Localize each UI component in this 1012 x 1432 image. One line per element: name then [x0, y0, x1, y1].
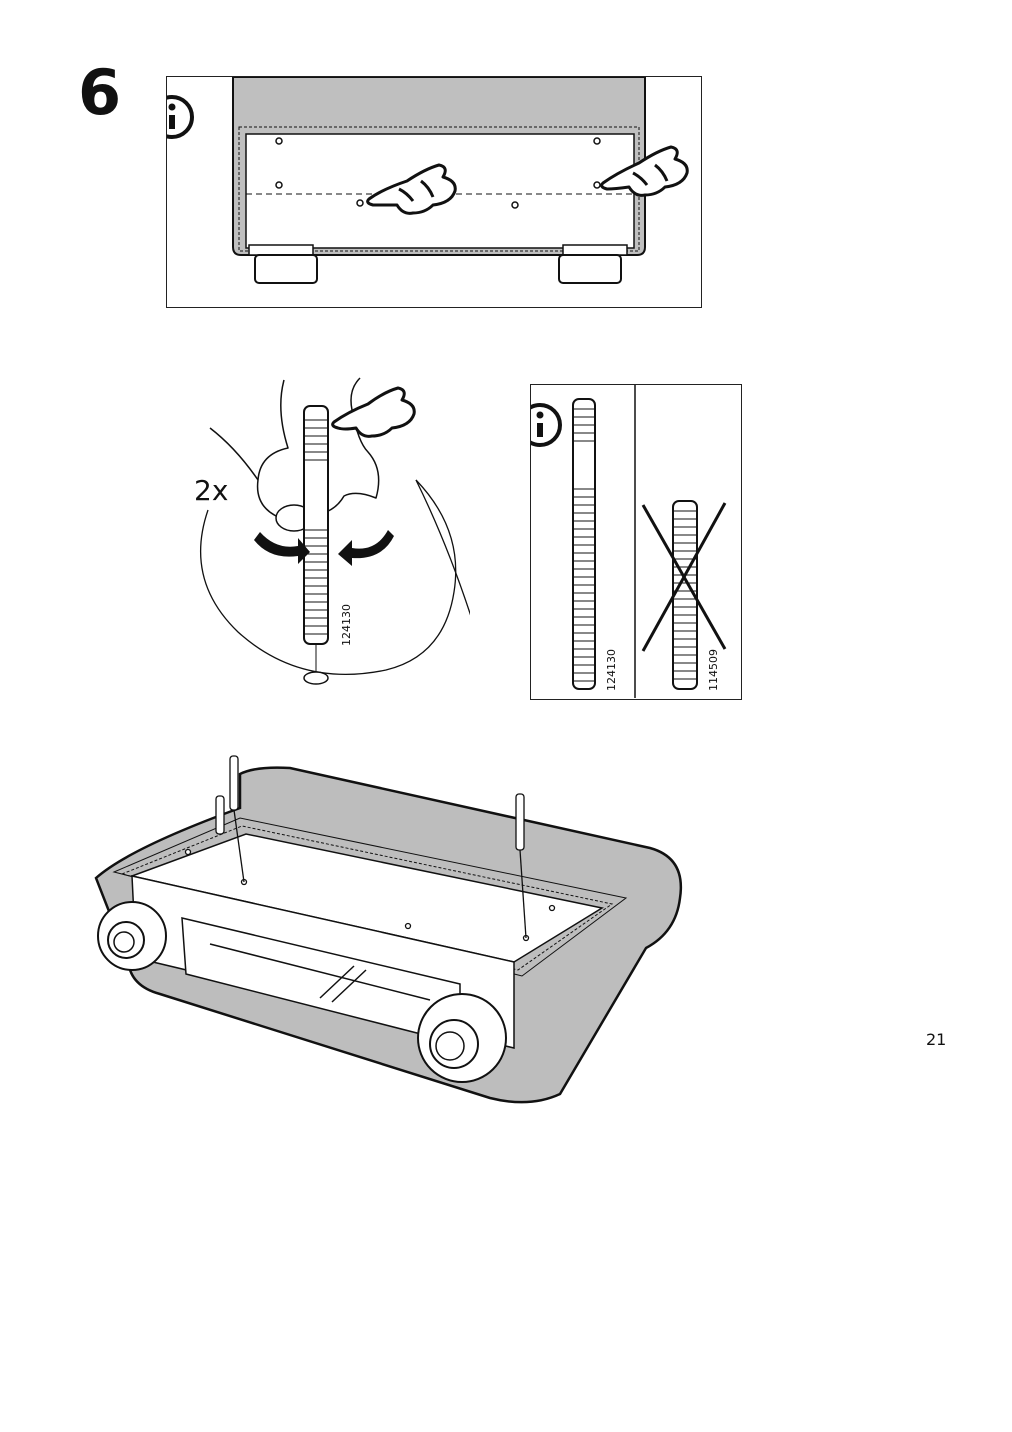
info-icon	[150, 95, 194, 139]
part-comparison-panel: 124130 114509	[518, 384, 742, 700]
sofa-underside-illustration	[150, 76, 689, 284]
correct-rod-icon	[572, 398, 596, 690]
pointing-hand-icon	[366, 163, 457, 215]
screw-detail-illustration: 2x 124130	[180, 370, 517, 791]
part-number-label: 124130	[340, 604, 353, 646]
step-number: 6	[78, 56, 122, 129]
page-number: 21	[926, 1030, 947, 1049]
rotation-arrow-icon	[254, 530, 394, 566]
pointing-hand-icon	[331, 386, 416, 438]
correct-part-number: 124130	[605, 649, 618, 691]
cross-out-icon	[641, 502, 727, 652]
incorrect-part-number: 114509	[707, 649, 720, 691]
pointing-hand-icon	[600, 145, 689, 197]
incorrect-rod-icon	[672, 500, 698, 690]
threaded-rod-icon	[215, 755, 527, 939]
top-inspection-panel	[150, 76, 702, 308]
sofa-foot-icon	[417, 993, 507, 1083]
sofa-assembly-illustration	[90, 748, 690, 1108]
threaded-rod-icon	[303, 405, 329, 685]
sofa-foot-icon	[97, 901, 167, 971]
quantity-label: 2x	[194, 474, 229, 507]
info-icon	[518, 403, 562, 447]
